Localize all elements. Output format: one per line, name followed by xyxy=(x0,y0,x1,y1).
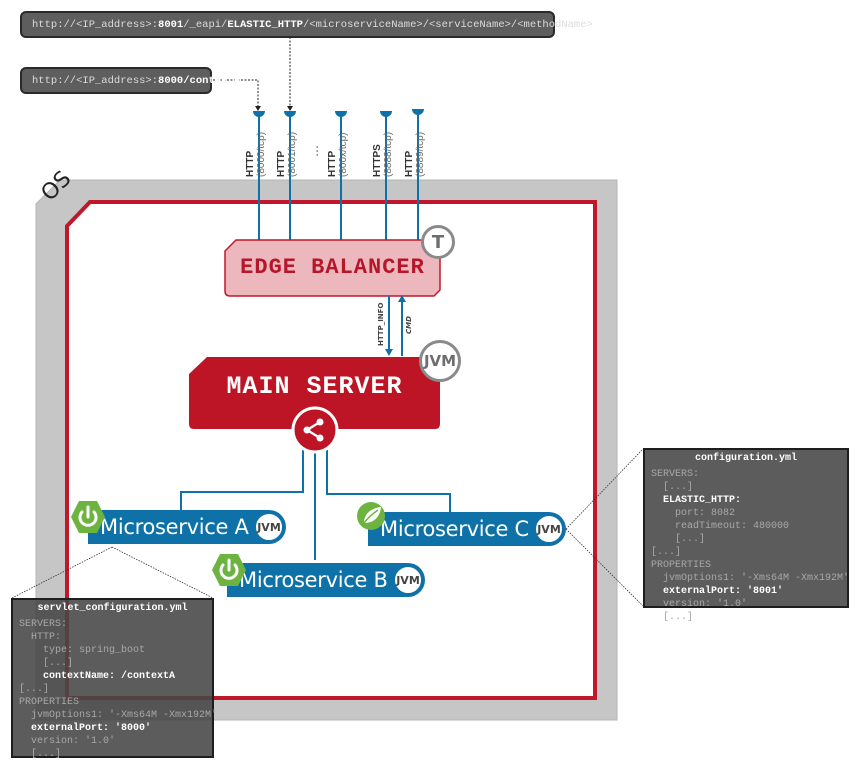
config-line: SERVERS: xyxy=(19,619,68,630)
elastic-segment: http://<IP_address>: xyxy=(32,18,159,31)
hub-circle xyxy=(291,406,339,454)
port-protocol: HTTP xyxy=(404,150,415,177)
microservice-c-jvm-badge: JVM xyxy=(534,514,564,544)
servlet-config-panel: servlet_configuration.yml SERVERS: HTTP:… xyxy=(11,598,218,760)
port-number: (8000/tcp) xyxy=(256,131,267,177)
config-line: contextName: /contextA xyxy=(19,671,176,682)
configuration-panel: configuration.yml SERVERS: [...] ELASTIC… xyxy=(643,448,850,623)
elastic-segment: /_eapi/ xyxy=(183,18,228,31)
config-line: PROPERTIES xyxy=(651,560,712,571)
microservice-b[interactable]: Microservice B JVM xyxy=(227,563,425,597)
port-number: (8888/tcp) xyxy=(383,131,394,177)
port-label: HTTP(8889/tcp) xyxy=(404,132,426,177)
port-number: (8001/tcp) xyxy=(287,131,298,177)
config-line: version: '1.0' xyxy=(651,599,748,610)
port-label: HTTP(8001/tcp) xyxy=(276,132,298,177)
main-server-shape xyxy=(189,357,440,429)
microservice-c[interactable]: Microservice C JVM xyxy=(368,512,566,546)
port-cup-icon xyxy=(335,111,347,117)
main-server-jvm-badge: JVM xyxy=(419,340,461,382)
edge-balancer-label: EDGE BALANCER xyxy=(240,255,425,280)
config-line: externalPort: '8001' xyxy=(651,586,784,597)
share-icon xyxy=(303,418,324,442)
arrow-head-icon xyxy=(287,106,293,111)
config-line: [...] xyxy=(651,534,706,545)
microservice-a-jvm-badge: JVM xyxy=(254,512,284,542)
port-cup-icon xyxy=(284,111,296,117)
microservice-b-jvm-badge: JVM xyxy=(393,565,423,595)
port-cup-icon xyxy=(253,111,265,117)
port-label: HTTPS(8888/tcp) xyxy=(372,132,394,177)
http-info-label: HTTP_INFO xyxy=(377,302,385,346)
elastic-segment: /<microserviceName>/<serviceName>/<metho… xyxy=(302,18,593,31)
servlet-config-title: servlet_configuration.yml xyxy=(37,603,188,614)
config-line: [...] xyxy=(19,749,62,760)
config-connectors xyxy=(11,448,644,607)
port-number: (8889/tcp) xyxy=(415,131,426,177)
port-protocol: HTTP xyxy=(327,150,338,177)
config-line: jvmOptions1: '-Xms64M -Xmx192M' xyxy=(651,573,850,584)
microservice-b-name: Microservice B xyxy=(239,568,388,592)
config-line: type: spring_boot xyxy=(19,645,146,656)
port-lines xyxy=(258,112,419,240)
ports-ellipsis: ... xyxy=(304,145,321,157)
context-segment: 8000/contextA xyxy=(158,74,240,87)
arrow-up-icon xyxy=(398,295,406,302)
port-protocol: HTTP xyxy=(245,150,256,177)
context-segment: http://<IP_address>: xyxy=(32,74,159,87)
port-cup-icon xyxy=(380,111,392,117)
port-protocol: HTTP xyxy=(276,150,287,177)
config-line: SERVERS: xyxy=(651,469,700,480)
arrow-head-icon xyxy=(255,106,261,111)
config-line: version: '1.0' xyxy=(19,736,116,747)
spring-leaf-icon xyxy=(357,502,385,530)
config-line: [...] xyxy=(651,612,694,623)
cmd-label: CMD xyxy=(405,316,413,334)
port-label: HTTP(8000/tcp) xyxy=(245,132,267,177)
config-line: port: 8082 xyxy=(651,508,736,519)
main-server-label: MAIN SERVER xyxy=(226,372,403,401)
arrow-down-icon xyxy=(385,349,393,356)
microservice-a-name: Microservice A xyxy=(100,515,249,539)
service-links xyxy=(180,450,451,560)
microservice-c-name: Microservice C xyxy=(380,517,529,541)
elastic-segment: ELASTIC_HTTP xyxy=(227,18,303,31)
microservice-a[interactable]: Microservice A JVM xyxy=(88,510,286,544)
elastic-url-box: http://<IP_address>:8001/_eapi/ELASTIC_H… xyxy=(20,11,593,38)
config-line: [...] xyxy=(19,658,74,669)
port-cup-icon xyxy=(412,109,424,115)
edge-balancer-shape xyxy=(224,239,441,297)
container-border xyxy=(65,200,597,700)
config-line: [...] xyxy=(651,482,694,493)
config-line: HTTP: xyxy=(19,632,62,643)
port-number: (800x/tcp) xyxy=(338,132,349,177)
config-line: readTimeout: 480000 xyxy=(651,521,790,532)
port-label: HTTP(800x/tcp) xyxy=(327,133,349,177)
edge-balancer-badge: T xyxy=(421,225,455,259)
elastic-segment: 8001 xyxy=(158,18,184,31)
config-line: ELASTIC_HTTP: xyxy=(651,495,742,506)
port-protocol: HTTPS xyxy=(372,144,383,177)
url-connector-context xyxy=(213,79,259,108)
config-line: [...] xyxy=(19,684,50,695)
port-connectors xyxy=(253,109,424,117)
spring-boot-power-icon xyxy=(71,501,105,533)
spring-boot-power-icon xyxy=(212,554,246,586)
config-line: jvmOptions1: '-Xms64M -Xmx192M' xyxy=(19,710,218,721)
config-line: externalPort: '8000' xyxy=(19,723,152,734)
context-url-box: http://<IP_address>:8000/contextA xyxy=(20,67,240,94)
config-line: [...] xyxy=(651,547,682,558)
configuration-title: configuration.yml xyxy=(694,453,798,464)
config-line: PROPERTIES xyxy=(19,697,80,708)
